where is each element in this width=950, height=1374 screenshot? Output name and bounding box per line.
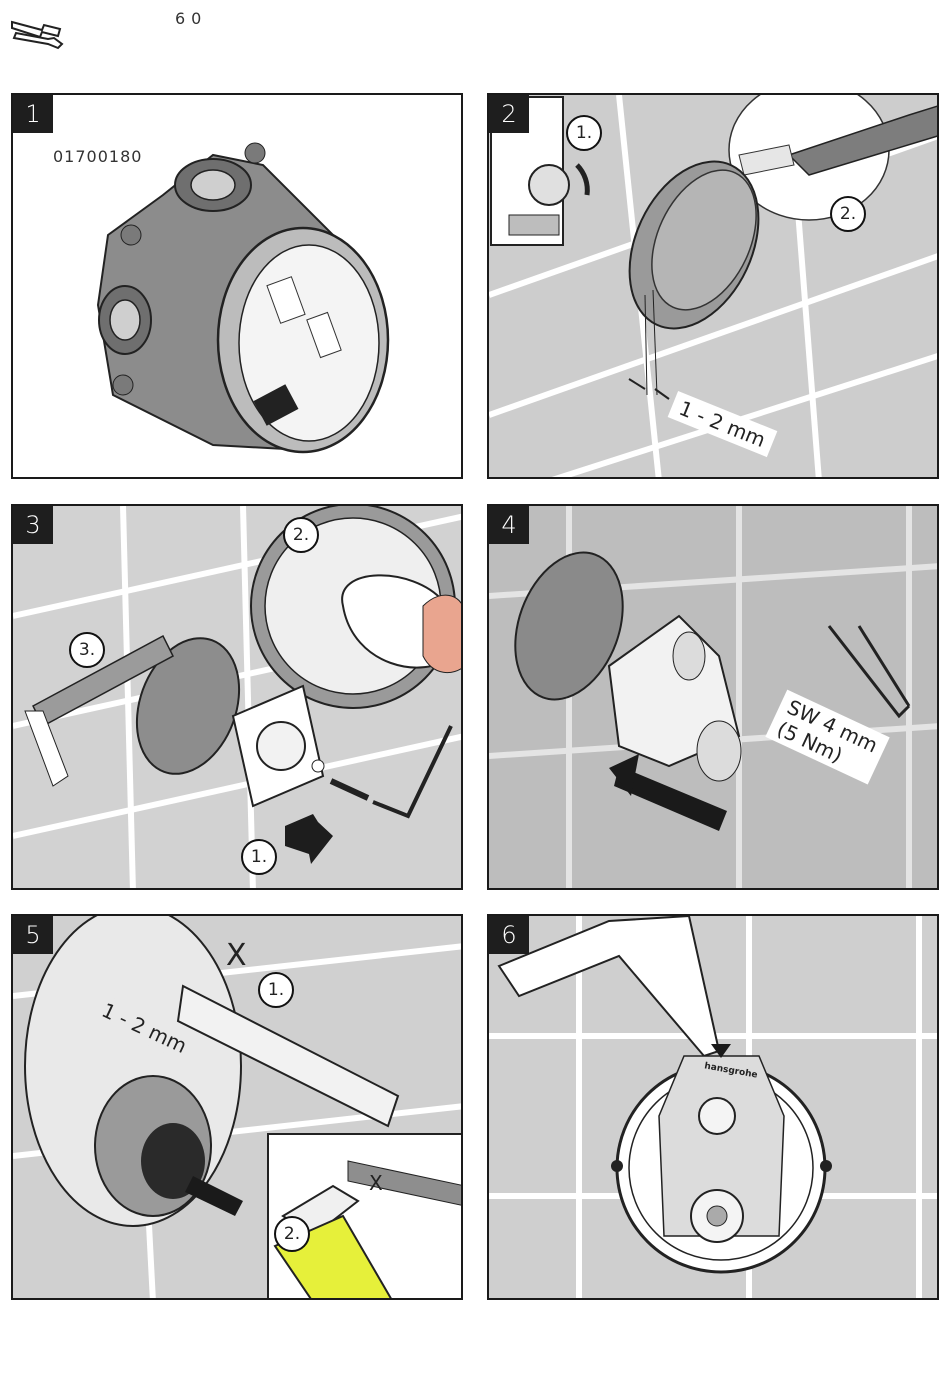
step-number: 3 (13, 506, 53, 544)
wrench-screwdriver-icon (8, 8, 68, 52)
measuring-illustration (13, 916, 463, 1300)
step-number: 4 (489, 506, 529, 544)
callout-1: 1. (258, 972, 294, 1008)
step-number: 6 (489, 916, 529, 954)
mark-x: X (226, 938, 247, 973)
page-number: 60 (175, 9, 207, 28)
sealant-illustration (489, 916, 939, 1300)
step-4-panel: 4 SW 4 mm (5 Nm) (487, 504, 939, 890)
step-6-panel: 6 hansgrohe (487, 914, 939, 1300)
install-valve-illustration (489, 506, 939, 890)
callout-2: 2. (274, 1216, 310, 1252)
cleaning-illustration (13, 506, 463, 890)
step-5-panel: 5 X X 1. 2. 1 - 2 mm (11, 914, 463, 1300)
step-number: 5 (13, 916, 53, 954)
callout-3: 3. (69, 632, 105, 668)
step-2-panel: 2 1. 2. 1 - 2 mm (487, 93, 939, 479)
ruler-mark-x: X (369, 1171, 383, 1195)
step-number: 1 (13, 95, 53, 133)
callout-1: 1. (566, 115, 602, 151)
rough-in-box-illustration (13, 95, 463, 479)
step-number: 2 (489, 95, 529, 133)
callout-2: 2. (283, 517, 319, 553)
step-3-panel: 3 3. 2. 1. (11, 504, 463, 890)
callout-2: 2. (830, 196, 866, 232)
step-1-panel: 1 01700180 (11, 93, 463, 479)
callout-1: 1. (241, 839, 277, 875)
